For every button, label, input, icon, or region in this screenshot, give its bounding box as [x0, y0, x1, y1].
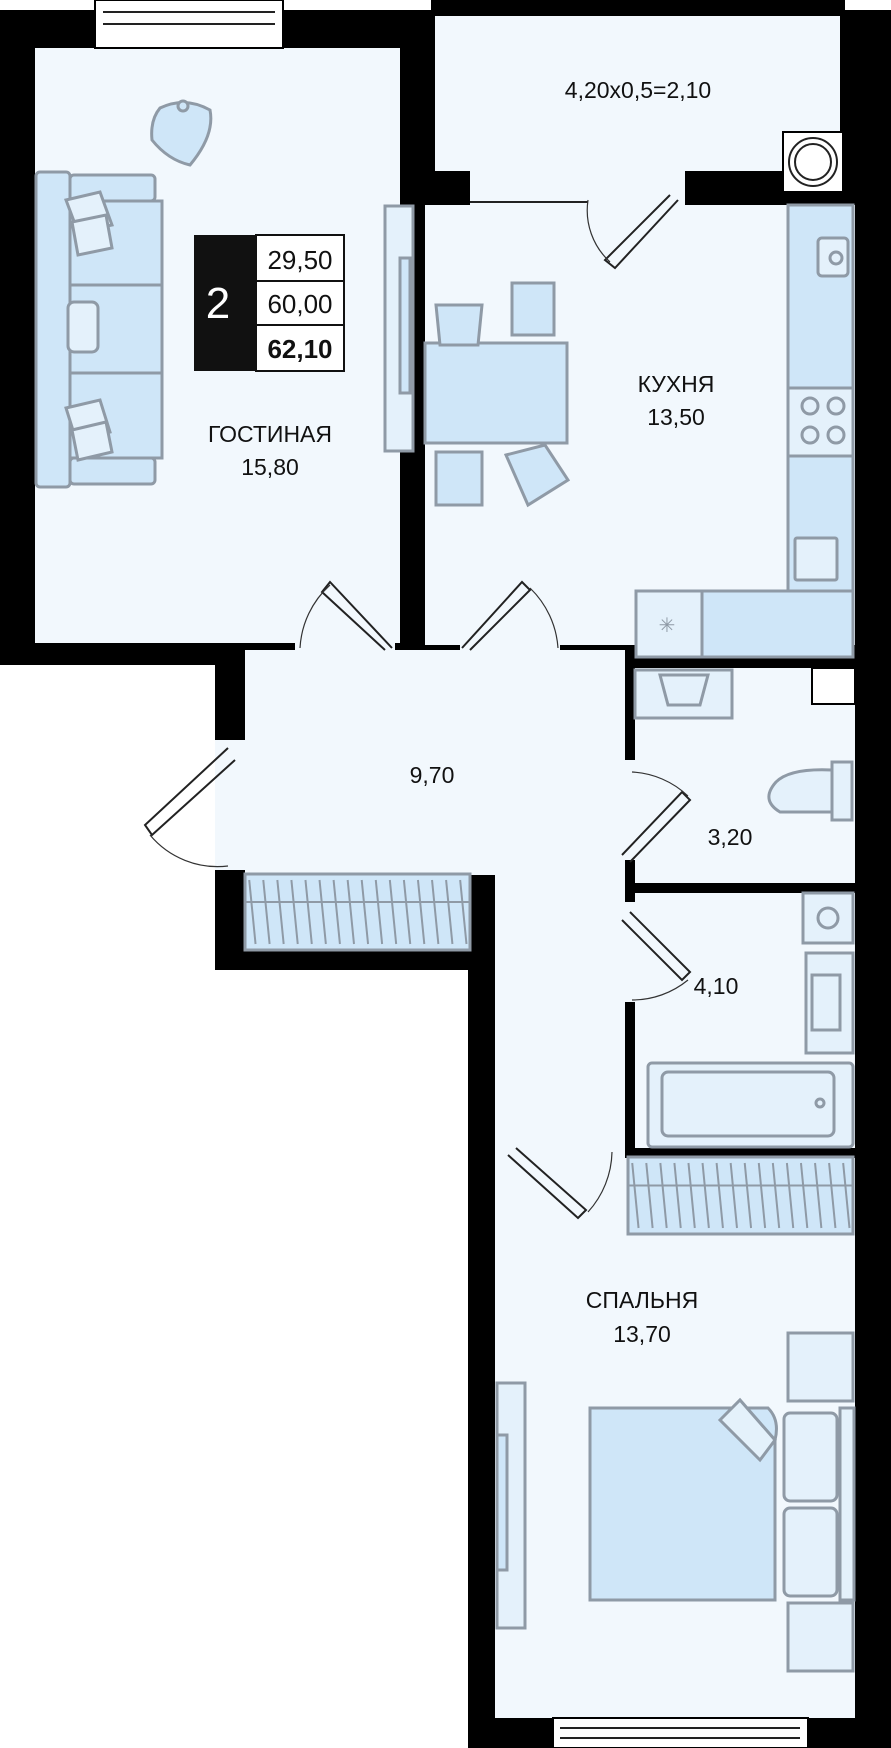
- bed: [588, 1406, 778, 1602]
- outside-lower-left-2: [215, 970, 468, 1748]
- badge-values-box: [255, 234, 345, 372]
- chair-4: [503, 443, 571, 508]
- nightstand-bottom: [786, 1601, 855, 1673]
- fridge: [634, 589, 704, 659]
- bathroom-area: 4,10: [694, 973, 739, 999]
- bathtub: [646, 1061, 855, 1149]
- chair-2: [510, 281, 556, 337]
- armchair: [150, 101, 213, 167]
- blanket-fold: [717, 1397, 777, 1463]
- cushion-3: [66, 300, 100, 354]
- living-room-furniture: [34, 99, 415, 489]
- sink-kitchen: [816, 236, 850, 278]
- sofa-back: [34, 170, 72, 489]
- rooms-count: 2: [206, 279, 230, 328]
- toilet-sink: [633, 668, 734, 720]
- balcony-floor: [435, 16, 840, 171]
- toilet-furniture: [633, 667, 856, 822]
- outside-top-right: [845, 0, 891, 10]
- toilet-bowl: [767, 768, 834, 814]
- outside-top-left: [0, 0, 95, 10]
- svg-text:✳: ✳: [659, 613, 676, 637]
- balcony-floor-2: [470, 160, 685, 205]
- dining-table: [423, 341, 569, 445]
- cushion-5: [70, 420, 114, 462]
- toilet-area: 3,20: [708, 824, 753, 850]
- stove: [786, 386, 855, 458]
- bathroom-furniture: [646, 891, 855, 1149]
- bedroom-name: СПАЛЬНЯ: [586, 1287, 698, 1313]
- nightstand-top: [786, 1331, 855, 1403]
- kitchen-area: 13,50: [647, 404, 705, 430]
- hall-corridor: [495, 650, 625, 1160]
- living-room-area: 15,80: [241, 454, 299, 480]
- bed-headboard: [838, 1406, 856, 1602]
- boiler: [782, 131, 844, 193]
- outside-top-mid: [283, 0, 431, 10]
- balcony-formula: 4,20x0,5=2,10: [565, 77, 711, 103]
- living-room-name: ГОСТИНАЯ: [208, 421, 332, 447]
- wardrobe-hall-hatch: [245, 879, 470, 945]
- toilet-tank: [830, 760, 854, 822]
- windows: [94, 0, 809, 1748]
- sofa-arm-bottom: [68, 456, 157, 486]
- room-labels: ГОСТИНАЯ 15,80 КУХНЯ 13,50 4,20x0,5=2,10…: [208, 77, 752, 1347]
- doors: [143, 194, 692, 1220]
- kitchen-name: КУХНЯ: [638, 371, 715, 397]
- wardrobe-bedroom-hatch: [628, 1162, 853, 1229]
- total-area: 60,00: [267, 289, 332, 319]
- living-area: 29,50: [267, 245, 332, 275]
- bath-sink: [804, 951, 855, 1055]
- tv-bedroom: [495, 1433, 509, 1572]
- total-area-balcony: 62,10: [267, 334, 332, 364]
- outside-lower-left: [0, 665, 215, 1748]
- hall-area: 9,70: [410, 762, 455, 788]
- chair-3: [434, 450, 484, 507]
- apartment-info-badge: 2 29,50 60,00 62,10: [194, 234, 345, 372]
- counter-bottom: [698, 589, 855, 659]
- window-bedroom: [552, 1717, 809, 1748]
- chair-1: [434, 303, 484, 347]
- bedroom-furniture: [495, 1155, 856, 1673]
- counter-top-right: [786, 203, 855, 390]
- washing-machine: [801, 891, 855, 945]
- balcony-furniture: [782, 131, 844, 193]
- kitchen-furniture: ✳: [423, 203, 855, 659]
- pillow-2: [782, 1506, 839, 1598]
- pillow-1: [782, 1411, 839, 1503]
- shaft: [811, 667, 856, 705]
- cushion-2: [70, 213, 114, 257]
- sink-2: [793, 536, 839, 582]
- badge-dark-block: [194, 235, 256, 371]
- bedroom-area: 13,70: [613, 1321, 671, 1347]
- tv: [398, 256, 412, 395]
